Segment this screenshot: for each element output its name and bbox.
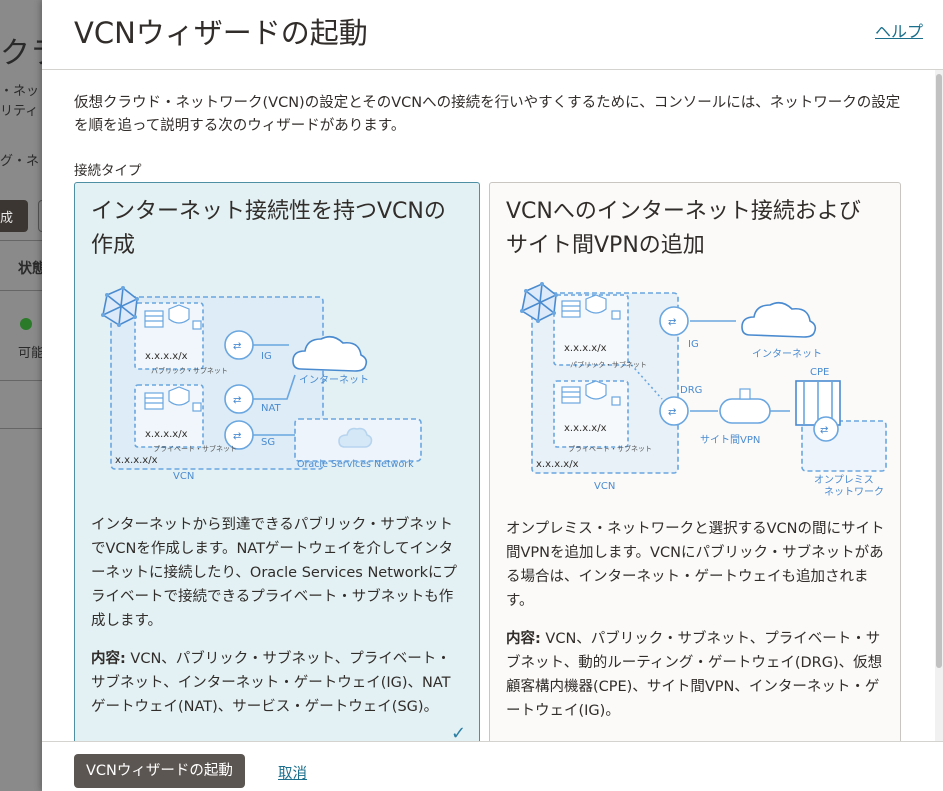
svg-text:サイト間VPN: サイト間VPN: [700, 434, 760, 446]
card-title: VCNへのインターネット接続およびサイト間VPNの追加: [506, 199, 861, 258]
vcn-vpn-diagram: ⇄ ⇄ ⇄ x.x.x.x/x x.x.x.x/x x.x.x.x/x パブリック・…: [520, 282, 887, 498]
svg-text:x.x.x.x/x: x.x.x.x/x: [145, 351, 188, 362]
svg-text:⇄: ⇄: [668, 317, 676, 328]
svg-text:インターネット: インターネット: [752, 348, 822, 360]
svg-text:Oracle Services Network: Oracle Services Network: [297, 459, 414, 470]
cancel-link[interactable]: 取消: [278, 766, 307, 782]
wizard-option-internet-connectivity[interactable]: インターネット接続性を持つVCNの作成: [74, 182, 480, 741]
svg-text:プライベート・サブネット: プライベート・サブネット: [153, 444, 237, 453]
card-contents: 内容: VCN、パブリック・サブネット、プライベート・サブネット、動的ルーティン…: [506, 627, 886, 723]
svg-text:IG: IG: [688, 339, 699, 350]
svg-text:パブリック・サブネット: パブリック・サブネット: [570, 360, 647, 369]
svg-text:x.x.x.x/x: x.x.x.x/x: [145, 429, 188, 440]
contents-label: 内容:: [506, 631, 541, 647]
scrollbar-thumb[interactable]: [936, 74, 942, 668]
contents-text: VCN、パブリック・サブネット、プライベート・サブネット、インターネット・ゲート…: [91, 651, 451, 715]
background-text: グ・ネ: [0, 154, 40, 169]
card-contents: 内容: VCN、パブリック・サブネット、プライベート・サブネット、インターネット…: [91, 647, 461, 719]
panel-footer: VCNウィザードの起動 取消: [42, 741, 943, 791]
check-icon: ✓: [451, 723, 467, 741]
panel-content: 仮想クラウド・ネットワーク(VCN)の設定とそのVCNへの接続を行いやすくするた…: [42, 70, 943, 741]
svg-text:VCN: VCN: [594, 481, 615, 492]
background-column-header: 状態: [18, 261, 46, 277]
svg-text:CPE: CPE: [810, 367, 829, 378]
svg-text:NAT: NAT: [261, 403, 282, 414]
svg-text:⇄: ⇄: [233, 431, 241, 442]
svg-text:x.x.x.x/x: x.x.x.x/x: [564, 343, 607, 354]
svg-text:インターネット: インターネット: [299, 374, 369, 386]
panel-header: VCNウィザードの起動 ヘルプ: [42, 0, 943, 70]
background-text: リティ: [0, 104, 39, 119]
vcn-wizard-panel: VCNウィザードの起動 ヘルプ 仮想クラウド・ネットワーク(VCN)の設定とその…: [42, 0, 943, 791]
svg-text:パブリック・サブネット: パブリック・サブネット: [151, 366, 228, 375]
panel-title: VCNウィザードの起動: [74, 16, 368, 50]
connection-type-label: 接続タイプ: [74, 163, 142, 179]
svg-text:x.x.x.x/x: x.x.x.x/x: [564, 423, 607, 434]
launch-vcn-wizard-button[interactable]: VCNウィザードの起動: [74, 754, 245, 788]
status-dot-icon: [20, 318, 32, 330]
intro-text: 仮想クラウド・ネットワーク(VCN)の設定とそのVCNへの接続を行いやすくするた…: [74, 95, 901, 134]
svg-text:⇄: ⇄: [233, 395, 241, 406]
card-title: インターネット接続性を持つVCNの作成: [91, 199, 446, 258]
card-description: インターネットから到達できるパブリック・サブネットでVCNを作成します。NATゲ…: [91, 517, 458, 629]
svg-text:⇄: ⇄: [233, 341, 241, 352]
background-create-button: 成: [0, 200, 28, 232]
svg-text:DRG: DRG: [680, 385, 702, 396]
svg-text:オンプレミス: オンプレミス: [814, 474, 874, 486]
background-status: 可能: [18, 346, 45, 361]
svg-text:プライベート・サブネット: プライベート・サブネット: [568, 444, 652, 453]
svg-text:⇄: ⇄: [820, 425, 828, 436]
wizard-option-site-to-site-vpn[interactable]: VCNへのインターネット接続およびサイト間VPNの追加: [489, 182, 901, 741]
svg-text:SG: SG: [261, 437, 275, 448]
contents-label: 内容:: [91, 651, 126, 667]
svg-text:IG: IG: [261, 351, 272, 362]
svg-text:x.x.x.x/x: x.x.x.x/x: [115, 455, 158, 466]
vcn-internet-diagram: ⇄ ⇄ ⇄ x.x.x.x/x x.x.x.x/x x.x.x.x/x パブリック・…: [101, 286, 422, 482]
card-description: オンプレミス・ネットワークと選択するVCNの間にサイト間VPNを追加します。VC…: [506, 521, 885, 609]
svg-text:VCN: VCN: [173, 471, 194, 482]
svg-text:ネットワーク: ネットワーク: [824, 486, 884, 498]
contents-text: VCN、パブリック・サブネット、プライベート・サブネット、動的ルーティング・ゲー…: [506, 631, 883, 719]
background-text: ・ネッ: [0, 84, 40, 99]
svg-text:x.x.x.x/x: x.x.x.x/x: [536, 459, 579, 470]
svg-text:⇄: ⇄: [668, 407, 676, 418]
help-link[interactable]: ヘルプ: [874, 22, 923, 41]
